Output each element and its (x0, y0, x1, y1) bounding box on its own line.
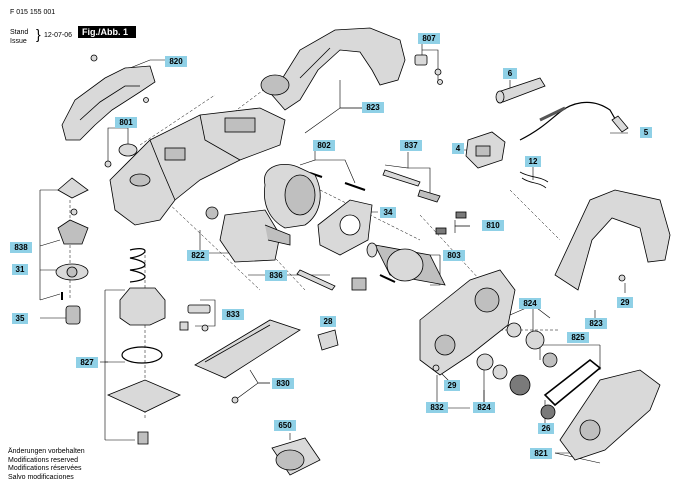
footer-line-fr: Modifications réservées (8, 465, 82, 473)
callout-824-lower: 824 (473, 402, 495, 413)
callout-833: 833 (222, 309, 244, 320)
callout-28: 28 (320, 316, 336, 327)
callout-29-lower: 29 (444, 380, 460, 391)
callout-822: 822 (187, 250, 209, 261)
footer-line-de: Änderungen vorbehalten (8, 448, 85, 455)
brace: } (36, 26, 41, 42)
callout-801: 801 (115, 117, 137, 128)
armature-803 (366, 242, 446, 286)
pulleys (509, 352, 558, 396)
callout-807: 807 (418, 33, 440, 44)
modifications-note: Änderungen vorbehalten Modifications res… (8, 448, 85, 482)
callout-823-top: 823 (362, 102, 384, 113)
cable-guard-6 (495, 77, 546, 104)
callout-837: 837 (400, 140, 422, 151)
callout-802: 802 (313, 140, 335, 151)
callout-650: 650 (274, 420, 296, 431)
gear-housing-832 (419, 269, 516, 376)
belt-cover-821 (559, 369, 661, 461)
issue-date: 12-07-06 (44, 32, 73, 39)
callout-823-right: 823 (585, 318, 607, 329)
rod-836 (296, 269, 336, 291)
doc-number: F 015 155 001 (10, 9, 56, 16)
callout-5: 5 (640, 127, 652, 138)
figure-label: Fig./Abb. 1 (78, 26, 136, 38)
sole-plate-830 (194, 319, 301, 404)
screw-29 (432, 364, 440, 372)
bracket-28 (317, 329, 339, 351)
pulley-26 (540, 404, 556, 420)
leader-lines (39, 40, 628, 464)
bearings-824 (476, 322, 545, 380)
adjuster-assembly-827 (106, 248, 181, 445)
cap-801 (104, 143, 138, 168)
side-handle-823 (554, 189, 671, 291)
depth-knob-stack (55, 177, 89, 325)
callout-35: 35 (12, 313, 28, 324)
brush-holder-4 (465, 131, 506, 169)
stator (263, 164, 321, 229)
callout-838: 838 (10, 242, 32, 253)
callout-810: 810 (482, 220, 504, 231)
field-822 (205, 206, 291, 263)
power-cable-5 (519, 101, 629, 141)
footer-line-en: Modifications reserved (8, 456, 79, 464)
callout-832: 832 (426, 402, 448, 413)
callout-824-upper: 824 (519, 298, 541, 309)
belt-825 (543, 358, 602, 407)
callout-34: 34 (380, 207, 396, 218)
main-housing (109, 107, 286, 226)
carbon-brushes-810 (435, 211, 467, 235)
callout-830: 830 (272, 378, 294, 389)
callout-827: 827 (76, 357, 98, 368)
dust-adapter-650 (271, 437, 321, 476)
wrench-837 (382, 169, 441, 203)
callout-12: 12 (525, 156, 541, 167)
switch-807 (414, 54, 443, 85)
handle-cover-820 (61, 54, 156, 141)
callout-26: 26 (538, 423, 554, 434)
callout-29-right: 29 (617, 297, 633, 308)
baffle-34 (317, 199, 373, 256)
callout-836: 836 (265, 270, 287, 281)
callout-6: 6 (503, 68, 517, 79)
top-handle-823 (260, 27, 406, 111)
callout-31: 31 (12, 264, 28, 275)
clip-12 (519, 171, 549, 189)
brush-plate (351, 274, 396, 291)
guides-833 (179, 304, 211, 332)
callout-4: 4 (452, 143, 464, 154)
callout-820: 820 (165, 56, 187, 67)
callout-825: 825 (567, 332, 589, 343)
footer-line-es: Salvo modificaciones (8, 473, 74, 481)
callout-821: 821 (530, 448, 552, 459)
issue-label: Issue (10, 38, 27, 45)
callout-803: 803 (443, 250, 465, 261)
stand-label: Stand (10, 29, 29, 36)
